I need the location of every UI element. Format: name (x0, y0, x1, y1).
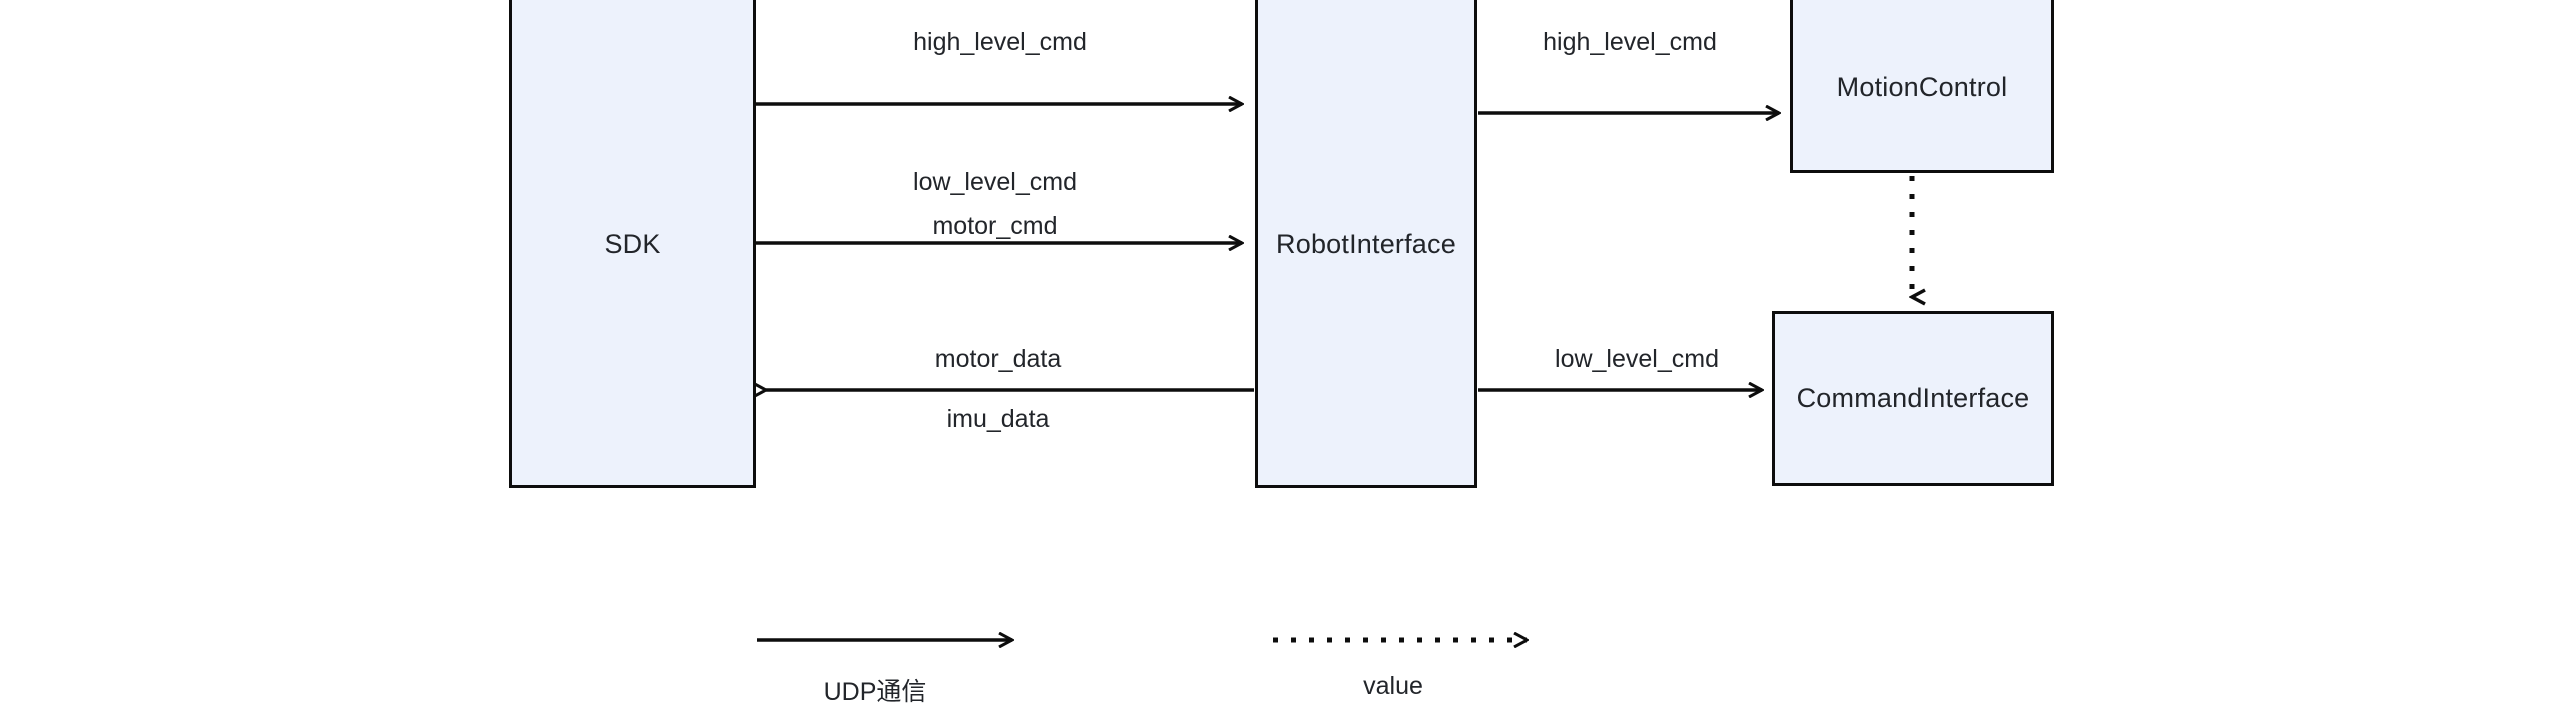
edge-label-robot-to-sdk-top: motor_data (934, 345, 1062, 373)
node-robot-interface[interactable]: RobotInterface (1255, 0, 1477, 488)
legend-label-value: value (1363, 672, 1423, 700)
node-command-interface-label: CommandInterface (1796, 383, 2030, 413)
node-command-interface[interactable]: CommandInterface (1772, 311, 2054, 486)
node-sdk[interactable]: SDK (509, 0, 756, 488)
legend-label-udp: UDP通信 (823, 678, 927, 706)
edge-label-robot-to-sdk-bottom: imu_data (946, 405, 1050, 433)
node-sdk-label: SDK (604, 228, 661, 259)
node-robot-interface-label: RobotInterface (1276, 228, 1456, 259)
edge-label-sdk-to-robot-low-top: low_level_cmd (913, 168, 1077, 196)
edge-label-robot-to-motion: high_level_cmd (1543, 28, 1717, 56)
node-motion-control-label: MotionControl (1836, 72, 2008, 102)
edge-label-robot-to-command: low_level_cmd (1555, 345, 1719, 373)
node-motion-control[interactable]: MotionControl (1790, 0, 2054, 173)
edge-label-sdk-to-robot-high: high_level_cmd (913, 28, 1087, 56)
edge-label-sdk-to-robot-low-bottom: motor_cmd (932, 212, 1058, 240)
